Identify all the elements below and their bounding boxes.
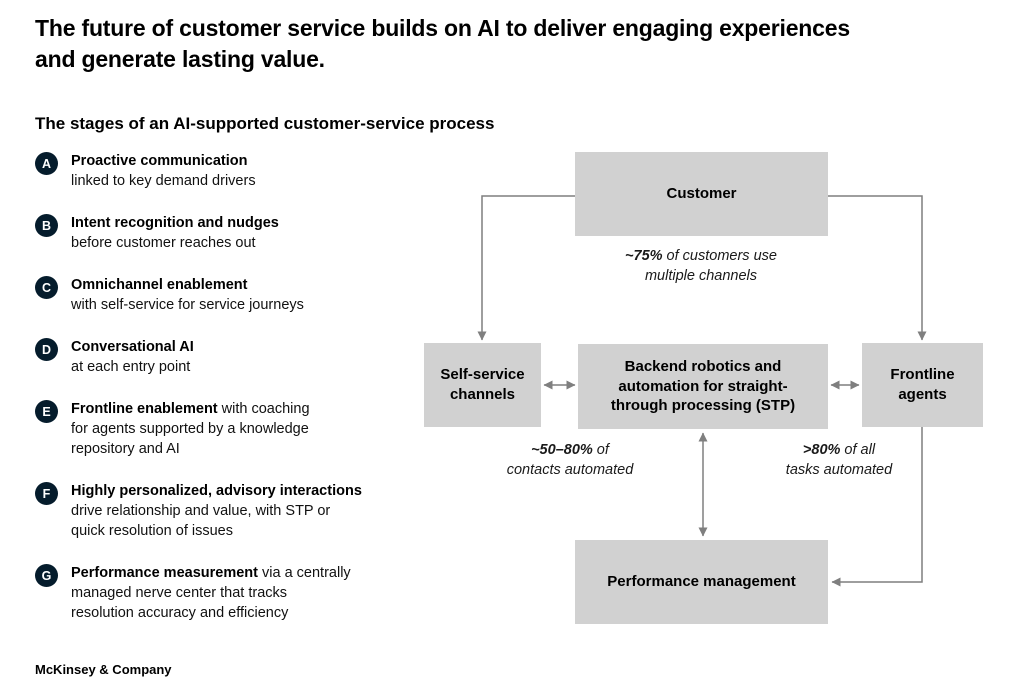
stage-badge-g: G (35, 564, 58, 587)
stage-item-c: C Omnichannel enablement with self-servi… (35, 275, 415, 315)
note-contacts-automated: ~50–80% of contacts automated (506, 442, 634, 478)
note-customers-multiple-channels: ~75% of customers use multiple channels (625, 248, 777, 284)
backend-robotics-box: Backend robotics and automation for stra… (578, 344, 828, 429)
stage-badge-d: D (35, 338, 58, 361)
stage-item-g: G Performance measurement via a centrall… (35, 563, 415, 623)
stage-text-a: Proactive communication linked to key de… (71, 153, 256, 189)
page-title: The future of customer service builds on… (35, 15, 850, 72)
stage-text-g: Performance measurement via a centrally … (71, 565, 351, 621)
exhibit-subtitle: The stages of an AI-supported customer-s… (35, 114, 495, 133)
arrow-customer-to-frontline (828, 195, 927, 341)
stage-item-a: A Proactive communication linked to key … (35, 151, 415, 191)
frontline-agents-box: Frontline agents (862, 343, 983, 427)
stage-item-b: B Intent recognition and nudges before c… (35, 213, 415, 253)
self-service-channels-box: Self-service channels (424, 343, 541, 427)
stage-item-f: F Highly personalized, advisory interact… (35, 481, 415, 541)
stage-text-f: Highly personalized, advisory interactio… (71, 483, 362, 539)
performance-management-box: Performance management (575, 540, 828, 624)
stage-text-b: Intent recognition and nudges before cus… (71, 215, 279, 251)
stage-item-e: E Frontline enablement with coaching for… (35, 399, 415, 459)
stage-text-c: Omnichannel enablement with self-service… (71, 277, 304, 313)
arrow-customer-to-self-service (477, 195, 575, 341)
stage-list: A Proactive communication linked to key … (35, 151, 415, 623)
stage-badge-a: A (35, 152, 58, 175)
stage-badge-b: B (35, 214, 58, 237)
stage-item-d: D Conversational AI at each entry point (35, 337, 415, 377)
note-tasks-automated: >80% of all tasks automated (785, 442, 893, 478)
customer-box: Customer (575, 152, 828, 236)
stage-badge-f: F (35, 482, 58, 505)
mckinsey-logo-text: McKinsey & Company (35, 662, 172, 677)
stage-text-e: Frontline enablement with coaching for a… (71, 401, 310, 457)
stage-badge-c: C (35, 276, 58, 299)
stage-text-d: Conversational AI at each entry point (71, 339, 194, 375)
stage-badge-e: E (35, 400, 58, 423)
